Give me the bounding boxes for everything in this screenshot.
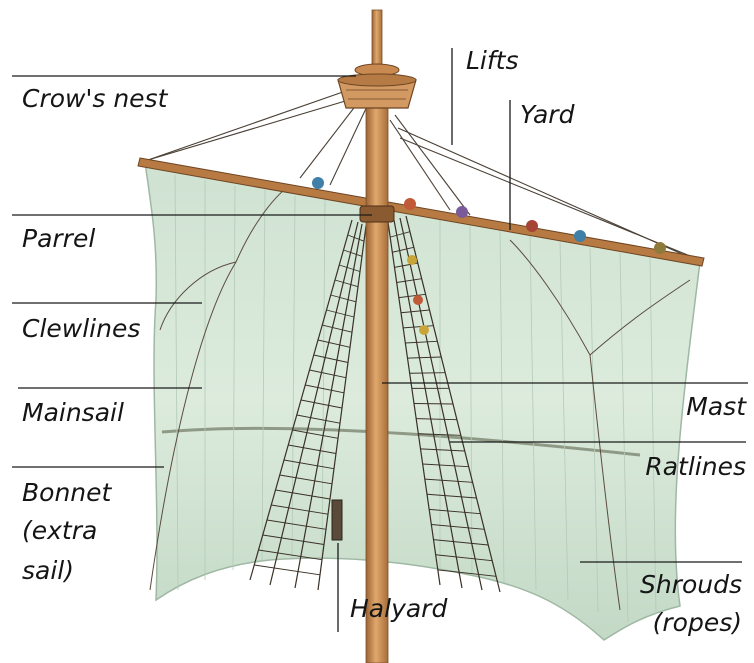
label-crows-nest: Crow's nest (22, 84, 167, 114)
label-bonnet-line3: sail) (22, 556, 74, 586)
ratline-rung (410, 373, 446, 374)
label-clewlines: Clewlines (22, 314, 140, 344)
parrel-collar (360, 206, 394, 222)
mainsail-shape (145, 162, 700, 640)
mast-pole (366, 96, 388, 663)
crows-nest-drawing (338, 64, 416, 108)
label-mainsail: Mainsail (22, 398, 124, 428)
halyard-block (332, 500, 342, 540)
label-bonnet-line2: (extra (22, 516, 97, 546)
ratline-rung (254, 565, 320, 575)
label-lifts: Lifts (466, 46, 519, 76)
label-bonnet-line1: Bonnet (22, 478, 111, 508)
label-mast: Mast (686, 392, 746, 422)
label-halyard: Halyard (350, 594, 447, 624)
label-ratlines: Ratlines (645, 452, 746, 482)
ratline-rung (414, 404, 453, 405)
label-shrouds-line2: (ropes) (653, 608, 742, 638)
label-shrouds-line1: Shrouds (640, 570, 742, 600)
label-yard: Yard (520, 100, 574, 130)
label-parrel: Parrel (22, 224, 95, 254)
